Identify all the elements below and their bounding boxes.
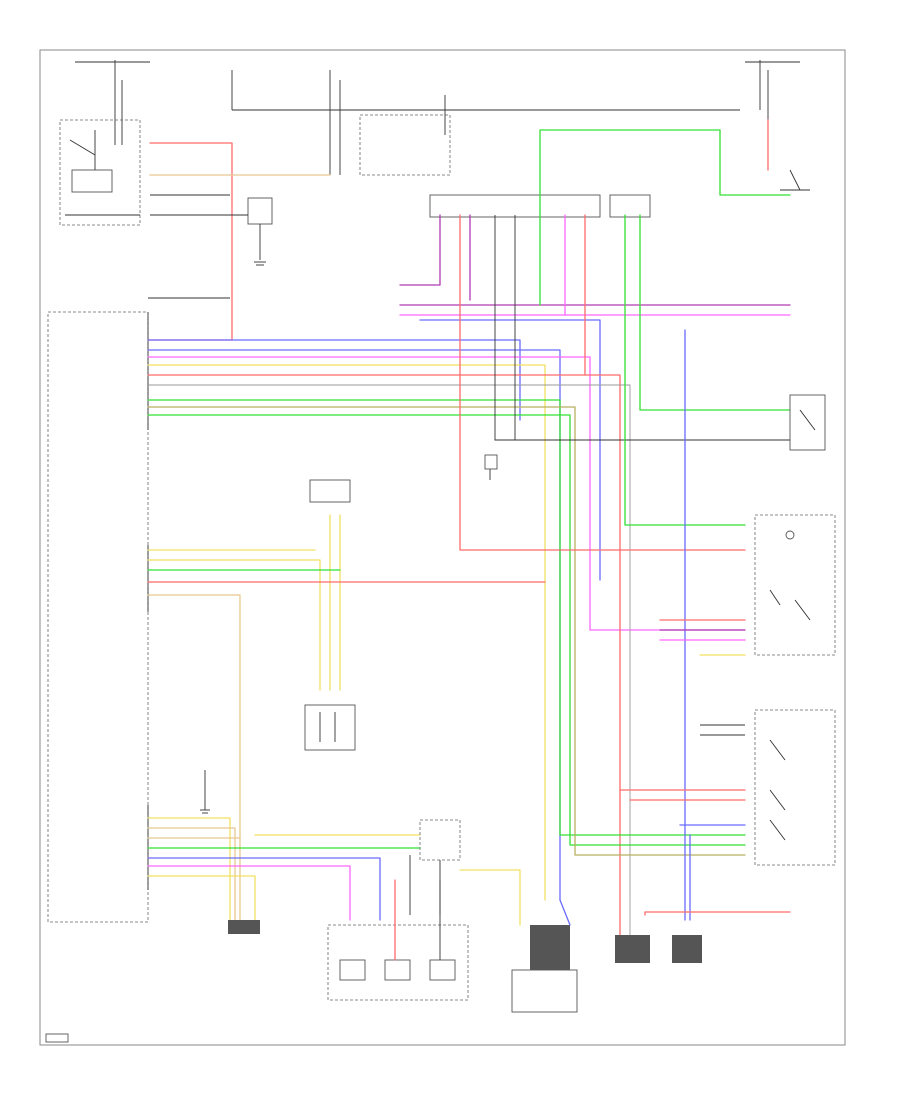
input-speed-sensor <box>228 920 260 934</box>
ground-symbol-center <box>484 454 498 480</box>
wire-harness-vertical <box>459 214 791 921</box>
wire-gray-ecm <box>148 384 631 900</box>
engine-control-module <box>511 925 578 1013</box>
wire-olive-ecm <box>147 406 746 856</box>
hot-at-all-times-fuse-right <box>745 60 800 125</box>
data-link-connector-1 <box>615 935 650 963</box>
wire-lower-group <box>147 817 521 926</box>
hot-at-all-times-fuse-left <box>75 60 150 145</box>
wire-purple-top <box>399 214 791 306</box>
diagram-frame <box>39 49 846 1046</box>
shift-solenoids <box>327 879 469 1001</box>
transmission-range-switch-right <box>789 394 826 451</box>
wire-green-top-loop <box>539 129 791 216</box>
relay-ground-component <box>247 197 273 266</box>
wire-ic-group <box>659 619 746 656</box>
wire-tan-middle <box>147 594 241 921</box>
wire-trs-group <box>619 724 791 921</box>
ground-ecm <box>200 770 210 814</box>
instrument-cluster <box>754 514 836 656</box>
wire-red-main-power <box>147 142 233 341</box>
relay-center-lower <box>409 819 461 915</box>
throttle-position-sensor <box>304 704 356 751</box>
main-relay <box>59 119 141 226</box>
sensor-top-middle <box>309 479 351 503</box>
ecm-connector-strip <box>47 311 149 923</box>
wire-red-ecm <box>147 374 621 901</box>
wire-pink-ecm <box>147 356 746 631</box>
transmission-range-switch <box>754 709 836 866</box>
wire-black-left <box>148 194 248 299</box>
junction-connector-top <box>429 194 651 218</box>
fuse-block-top-center <box>231 70 740 176</box>
wire-yellow-ecm <box>147 364 546 901</box>
brake-light-switch <box>780 169 810 191</box>
wire-green-ecm <box>147 399 746 846</box>
wire-yellow-middle <box>147 514 341 691</box>
wire-ecm-vertical-lower <box>559 899 631 936</box>
data-link-connector-2 <box>672 935 702 963</box>
wire-blue-top <box>419 319 601 581</box>
page-id-box <box>45 1033 69 1043</box>
wire-blue-ecm <box>147 339 561 901</box>
